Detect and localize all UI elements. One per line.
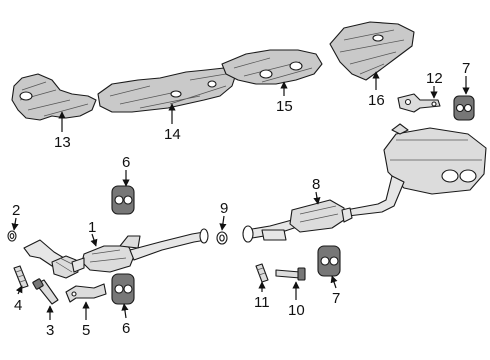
callout-16: 16 [368, 92, 385, 109]
callout-2: 2 [12, 202, 20, 219]
part-6-rubber-hanger-lower [111, 273, 135, 305]
part-5-bracket [65, 283, 107, 303]
part-1-catalytic-converter-pipe [23, 228, 209, 279]
part-16-heat-shield [329, 21, 415, 81]
callout-6-upper: 6 [122, 154, 130, 171]
part-3-bolt [32, 278, 59, 305]
part-9-gasket [216, 231, 228, 245]
part-7-rubber-hanger-lower [317, 245, 341, 277]
part-14-heat-shield [97, 67, 237, 113]
callout-7-lower: 7 [332, 290, 340, 307]
callout-7-top: 7 [462, 60, 470, 77]
callout-13: 13 [54, 134, 71, 151]
muffler-assembly [345, 123, 487, 217]
part-4-stud [13, 265, 29, 289]
callout-1: 1 [88, 219, 96, 236]
callout-8: 8 [312, 176, 320, 193]
callout-11: 11 [254, 294, 270, 311]
part-10-bolt [275, 267, 306, 281]
part-13-heat-shield [11, 73, 97, 121]
callout-9: 9 [220, 200, 228, 217]
part-8-center-pipe [242, 199, 353, 243]
callout-10: 10 [288, 302, 305, 319]
part-7-rubber-hanger-top [453, 95, 475, 121]
part-6-rubber-hanger-upper [111, 185, 135, 215]
part-11-stud [255, 263, 269, 283]
leader-lines [11, 71, 470, 320]
callout-6-lower: 6 [122, 320, 130, 337]
callout-4: 4 [14, 297, 22, 314]
part-12-bracket [397, 93, 441, 113]
callout-12: 12 [426, 70, 443, 87]
part-15-heat-shield [221, 49, 323, 85]
callout-15: 15 [276, 98, 293, 115]
callout-5: 5 [82, 322, 90, 339]
callout-3: 3 [46, 322, 54, 339]
callout-14: 14 [164, 126, 181, 143]
part-2-gasket [7, 230, 17, 242]
